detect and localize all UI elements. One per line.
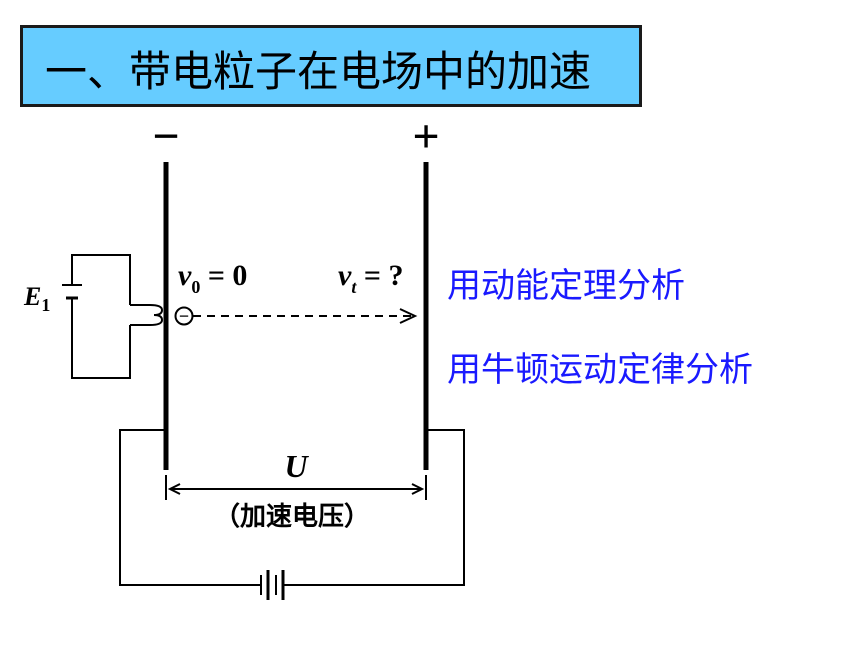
note-newton-laws: 用牛顿运动定律分析 bbox=[447, 350, 753, 390]
page-title: 一、带电粒子在电场中的加速 bbox=[45, 47, 592, 96]
note-kinetic-energy-theorem: 用动能定理分析 bbox=[447, 266, 685, 306]
electron-charge-sign: − bbox=[179, 306, 189, 326]
arrow-head bbox=[399, 308, 418, 324]
electron bbox=[174, 306, 194, 326]
title-banner: 一、带电粒子在电场中的加速 bbox=[20, 25, 642, 107]
voltage-dimension bbox=[165, 475, 427, 500]
voltage-label: U bbox=[284, 448, 309, 484]
voltage-caption: （加速电压） bbox=[214, 502, 370, 532]
voltage-circuit bbox=[119, 429, 465, 600]
source-e1-label: E1 bbox=[23, 282, 50, 315]
final-velocity-label: vt = ? bbox=[338, 259, 403, 297]
heater-circuit bbox=[62, 254, 164, 379]
initial-velocity-label: v0 = 0 bbox=[178, 259, 247, 297]
positive-sign: + bbox=[412, 110, 439, 163]
negative-sign: − bbox=[152, 110, 179, 163]
